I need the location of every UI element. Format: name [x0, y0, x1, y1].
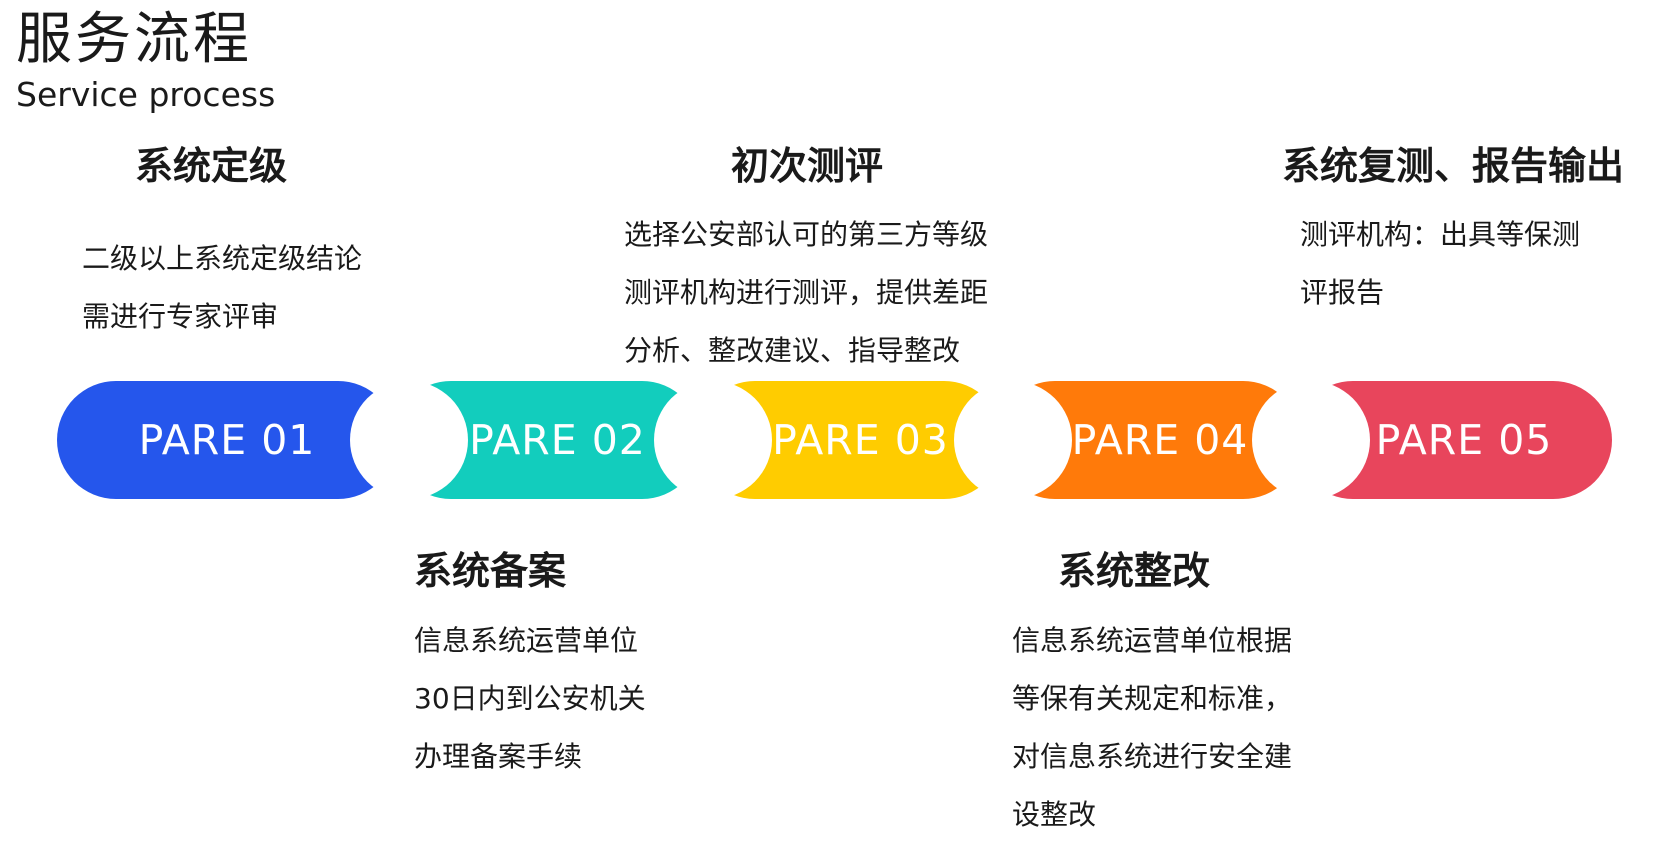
step-2-heading: 系统备案	[414, 549, 567, 593]
step-5-heading: 系统复测、报告输出	[1282, 144, 1625, 188]
step-1-line: 需进行专家评审	[82, 300, 279, 333]
step-2-label: PARE 02	[469, 416, 646, 464]
step-1-heading: 系统定级	[135, 144, 288, 188]
step-1-pill: PARE 01	[57, 381, 397, 499]
step-4-line: 设整改	[1012, 798, 1097, 831]
step-3-line: 测评机构进行测评，提供差距	[624, 276, 989, 309]
step-2-line: 30日内到公安机关	[414, 682, 646, 715]
step-3-line: 分析、整改建议、指导整改	[624, 334, 961, 367]
step-4-heading: 系统整改	[1058, 549, 1211, 593]
step-1-label: PARE 01	[138, 416, 316, 464]
step-3-line: 选择公安部认可的第三方等级	[624, 218, 989, 251]
step-4-label: PARE 04	[1071, 416, 1249, 464]
step-4-line: 等保有关规定和标准，	[1012, 682, 1293, 715]
step-5-notch	[1252, 381, 1370, 499]
step-1-line: 二级以上系统定级结论	[82, 242, 363, 275]
step-2-line: 信息系统运营单位	[414, 624, 639, 657]
page-subtitle: Service process	[16, 75, 276, 114]
step-4-line: 对信息系统进行安全建	[1012, 740, 1293, 773]
step-5-line: 测评机构：出具等保测	[1300, 218, 1581, 251]
step-2-line: 办理备案手续	[414, 740, 583, 773]
step-4-line: 信息系统运营单位根据	[1012, 624, 1293, 657]
step-3-notch	[654, 381, 772, 499]
step-5-line: 评报告	[1300, 276, 1385, 309]
step-3-label: PARE 03	[772, 416, 949, 464]
page-title: 服务流程	[16, 7, 252, 72]
step-5-label: PARE 05	[1375, 416, 1553, 464]
step-4-notch	[954, 381, 1072, 499]
step-2-notch	[350, 381, 468, 499]
step-3-heading: 初次测评	[731, 144, 884, 188]
